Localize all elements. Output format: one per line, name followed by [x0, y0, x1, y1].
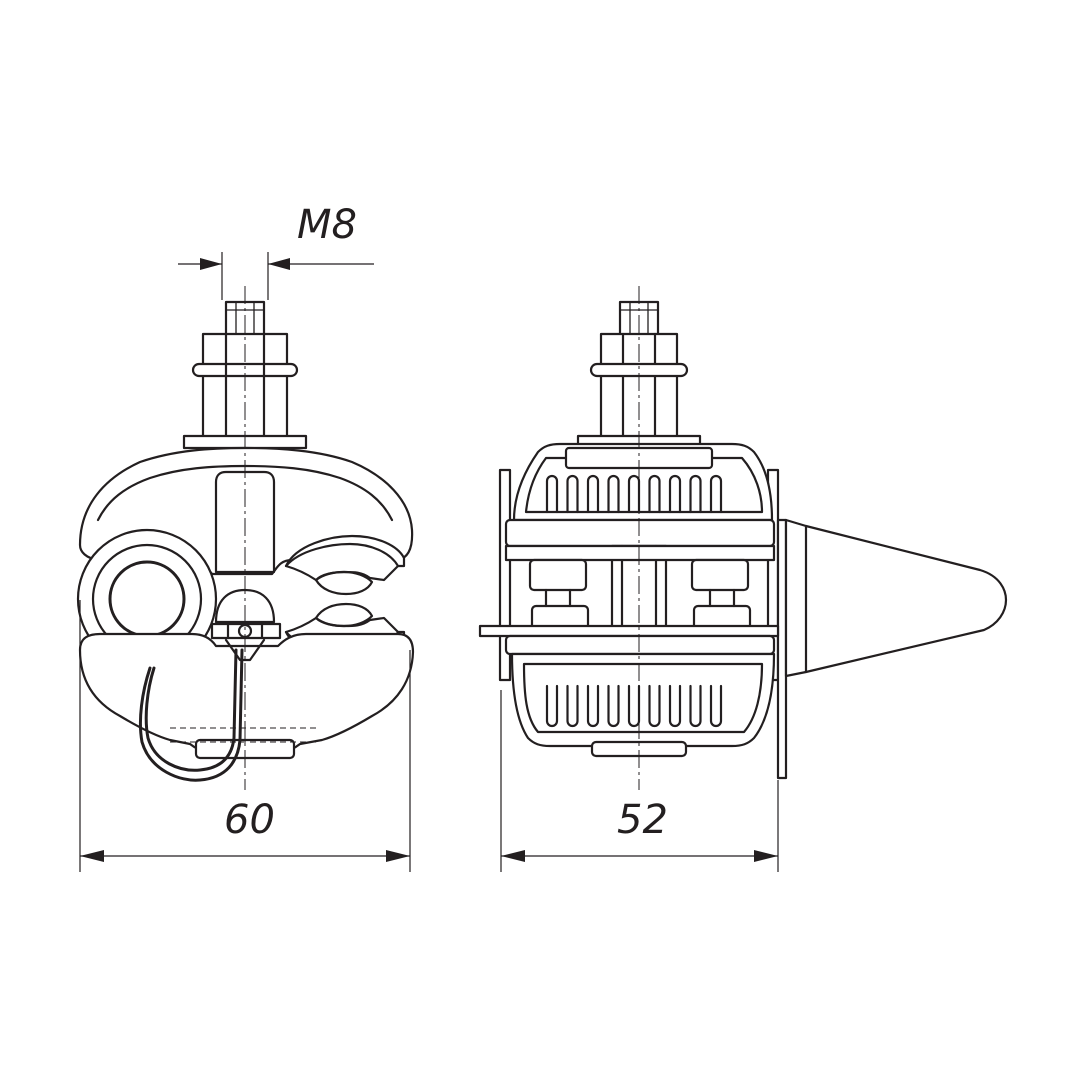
dimension-52 [500, 690, 779, 872]
side-inner-parts [504, 544, 776, 638]
side-end-cap [784, 518, 1008, 678]
front-lower-body [78, 632, 415, 760]
side-upper-ribs [545, 474, 723, 514]
lower-rib [586, 684, 600, 728]
dimension-side-width-label: 52 [617, 797, 668, 843]
dimension-front-width-label: 60 [224, 797, 275, 843]
lower-rib [545, 684, 559, 728]
upper-rib [648, 474, 661, 514]
dimension-60 [79, 600, 411, 872]
upper-rib [586, 474, 600, 514]
front-wire-loop [138, 638, 266, 782]
upper-rib [627, 474, 641, 514]
side-front-plate [776, 518, 788, 780]
front-plate [210, 622, 282, 640]
front-view [76, 286, 415, 790]
side-view [478, 286, 1008, 790]
lower-rib [689, 684, 702, 728]
upper-rib [566, 474, 579, 514]
upper-rib [709, 474, 723, 514]
lower-rib [709, 684, 723, 728]
upper-rib [545, 474, 559, 514]
upper-rib [668, 474, 682, 514]
lower-rib [607, 684, 620, 728]
upper-rib [607, 474, 620, 514]
lower-rib [648, 684, 661, 728]
dimension-m8 [178, 252, 374, 300]
side-left-flange [498, 468, 512, 682]
lower-rib [668, 684, 682, 728]
dimension-thread-label: M8 [297, 202, 357, 248]
upper-rib [689, 474, 702, 514]
lower-rib [566, 684, 579, 728]
side-horizontal-plate [478, 624, 780, 638]
